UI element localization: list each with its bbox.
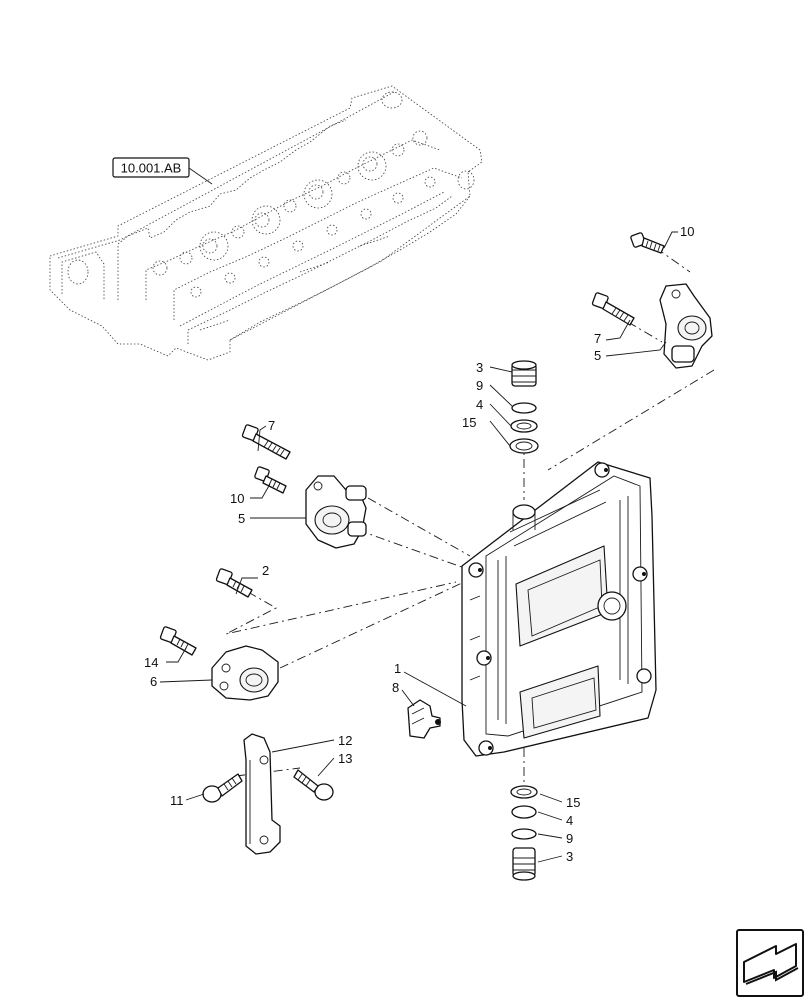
callout-3-bottom: 3 xyxy=(566,849,573,864)
callout-7-top-right: 7 xyxy=(594,331,601,346)
bolt-10-left[interactable] xyxy=(254,466,287,494)
callout-4-top: 4 xyxy=(476,397,483,412)
bolt-11[interactable] xyxy=(202,773,243,803)
seal-15-bottom xyxy=(510,785,538,799)
sensor-8[interactable] xyxy=(407,699,441,739)
bracket-6[interactable] xyxy=(211,645,279,701)
callout-12: 12 xyxy=(338,733,352,748)
reference-tag[interactable]: 10.001.AB xyxy=(112,157,213,185)
reference-tag-label: 10.001.AB xyxy=(121,161,182,176)
callout-13: 13 xyxy=(338,751,352,766)
bracket-5-left[interactable] xyxy=(305,475,367,549)
washer-4-top xyxy=(510,419,538,433)
callout-9-top: 9 xyxy=(476,378,483,393)
fitting-3-top xyxy=(511,360,537,387)
bolt-7-right[interactable] xyxy=(591,292,635,326)
callout-3-top: 3 xyxy=(476,360,483,375)
callout-10-top-right: 10 xyxy=(680,224,694,239)
callout-1: 1 xyxy=(394,661,401,676)
leader-lines xyxy=(159,231,678,863)
callout-4-bottom: 4 xyxy=(566,813,573,828)
callout-10-left: 10 xyxy=(230,491,244,506)
callout-9-bottom: 9 xyxy=(566,831,573,846)
o-ring-9-top xyxy=(511,402,537,414)
bracket-5-right[interactable] xyxy=(659,283,713,369)
callout-7-left: 7 xyxy=(268,418,275,433)
ecu-module[interactable] xyxy=(461,461,657,757)
callout-5-top-right: 5 xyxy=(594,348,601,363)
next-page-arrow-icon[interactable] xyxy=(736,929,804,997)
o-ring-9-bottom xyxy=(511,828,537,840)
upper-fitting-stack[interactable] xyxy=(509,360,539,454)
callout-6: 6 xyxy=(150,674,157,689)
bolt-7-left[interactable] xyxy=(241,424,291,460)
strap-12[interactable] xyxy=(243,733,281,855)
bolt-2[interactable] xyxy=(215,568,253,598)
callout-15-bottom: 15 xyxy=(566,795,580,810)
callout-labels: 10 7 5 3 9 4 15 7 10 5 2 14 6 1 8 12 13 … xyxy=(144,224,694,864)
lower-fitting-stack[interactable] xyxy=(510,785,538,881)
bolt-10-right[interactable] xyxy=(630,232,665,254)
callout-15-top: 15 xyxy=(462,415,476,430)
bolt-13[interactable] xyxy=(293,769,334,801)
callout-11: 11 xyxy=(170,793,184,808)
callout-5-left: 5 xyxy=(238,511,245,526)
seal-15-top xyxy=(509,438,539,454)
callout-2: 2 xyxy=(262,563,269,578)
washer-4-bottom xyxy=(511,805,537,819)
callout-8: 8 xyxy=(392,680,399,695)
fitting-3-bottom xyxy=(512,847,536,881)
callout-14: 14 xyxy=(144,655,158,670)
cylinder-head xyxy=(49,85,483,361)
bolt-14[interactable] xyxy=(159,626,197,656)
